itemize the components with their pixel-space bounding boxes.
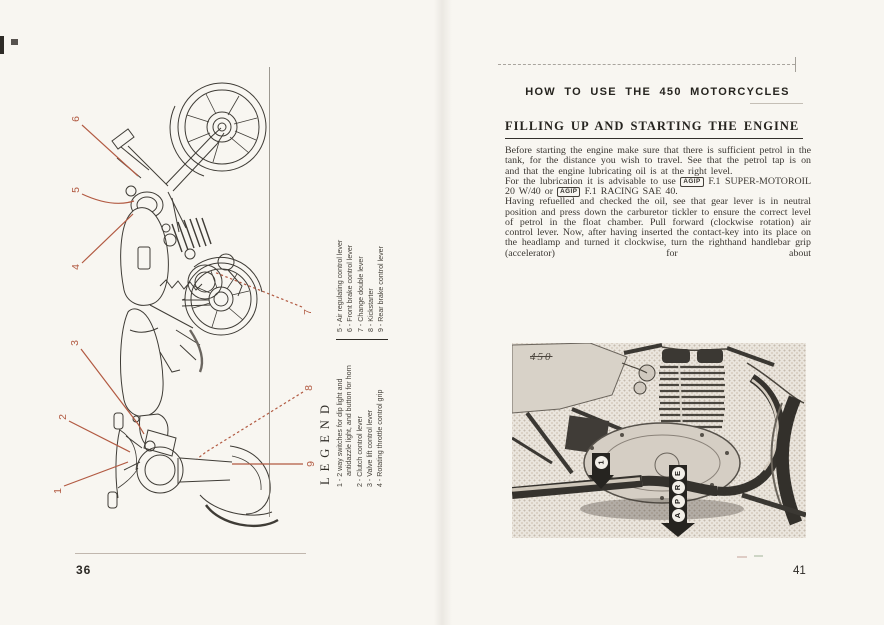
- legend-item: 5 - Air regulating control lever: [336, 239, 344, 332]
- paragraph-2-text: F.1 RACING SAE 40.: [584, 186, 678, 197]
- callout-number-7: 7: [302, 309, 314, 315]
- paragraph-2-text: F.1 SUPER-MOTOROIL 20 W/40 or: [505, 175, 811, 197]
- page-number-right: 41: [793, 565, 806, 577]
- legend-title: LEGEND: [318, 399, 332, 485]
- legend-item: 8 - Kickstarter: [367, 288, 376, 332]
- scan-artifact: [737, 556, 747, 558]
- footer-rule: [75, 553, 306, 555]
- callout-lines: [63, 124, 304, 487]
- paragraph-1: Before starting the engine make sure tha…: [505, 145, 811, 177]
- page-spine-shadow: [434, 0, 452, 625]
- paragraph-3: Having refuelled and checked the oil, se…: [505, 196, 811, 259]
- scan-artifact: [754, 555, 763, 557]
- callout-number-9: 9: [305, 461, 317, 467]
- callout-number-3: 3: [69, 340, 81, 346]
- small-down-arrow-marker: 1: [588, 453, 614, 491]
- legend-item: 1 - 2 way switches for dip light and ant…: [336, 365, 354, 487]
- callout-number-8: 8: [303, 385, 315, 391]
- legend-column-1: 1 - 2 way switches for dip light and ant…: [336, 347, 388, 487]
- header-rule-tick: [795, 57, 797, 72]
- agip-logo: AGIP: [680, 176, 704, 187]
- page-number-left: 36: [76, 563, 92, 577]
- section-title: FILLING UP AND STARTING THE ENGINE: [505, 119, 804, 139]
- left-page: 1 2 3 4 5 6 7 8 9 LEGEND 1 - 2 way switc…: [0, 36, 402, 577]
- side-view-drawing: [111, 82, 267, 457]
- legend-item: 9 - Rear brake control lever: [377, 246, 386, 332]
- legend-item: 3 - Valve lift control lever: [366, 409, 375, 487]
- body-text: Before starting the engine make sure tha…: [505, 145, 811, 259]
- engine-photo: 450 1 E R P A: [512, 343, 806, 538]
- motorcycle-diagram: [63, 82, 304, 528]
- paragraph-2-text: For the lubrication it is advisable to u…: [505, 175, 676, 187]
- faint-rule: [750, 103, 803, 105]
- scan-artifact: [11, 39, 18, 45]
- front-view-drawing: [107, 412, 279, 528]
- big-down-arrow-marker: E R P A: [660, 465, 696, 538]
- legend-item: 2 - Clutch control lever: [355, 416, 364, 487]
- engine-photo-art: [512, 343, 806, 526]
- header-rule: [498, 64, 795, 65]
- callout-number-1: 1: [52, 488, 64, 494]
- legend: LEGEND 1 - 2 way switches for dip light …: [318, 195, 402, 487]
- legend-item: 7 - Change double lever: [356, 256, 365, 332]
- tank-marking: 450: [530, 351, 553, 363]
- legend-item: 6 - Front brake control lever: [346, 244, 355, 332]
- legend-column-2: 5 - Air regulating control lever 6 - Fro…: [336, 204, 388, 340]
- paragraph-2: For the lubrication it is advisable to u…: [505, 175, 811, 198]
- callout-number-2: 2: [57, 414, 69, 420]
- callout-number-5: 5: [70, 187, 82, 193]
- callout-number-6: 6: [70, 116, 82, 122]
- right-page: HOW TO USE THE 450 MOTORCYCLES FILLING U…: [442, 0, 884, 625]
- figure-divider-rule: [269, 67, 270, 517]
- page-header-title: HOW TO USE THE 450 MOTORCYCLES: [525, 86, 790, 98]
- callout-number-4: 4: [70, 264, 82, 270]
- legend-item: 4 - Rotating throttle control grip: [376, 389, 385, 487]
- scan-artifact: [0, 36, 4, 54]
